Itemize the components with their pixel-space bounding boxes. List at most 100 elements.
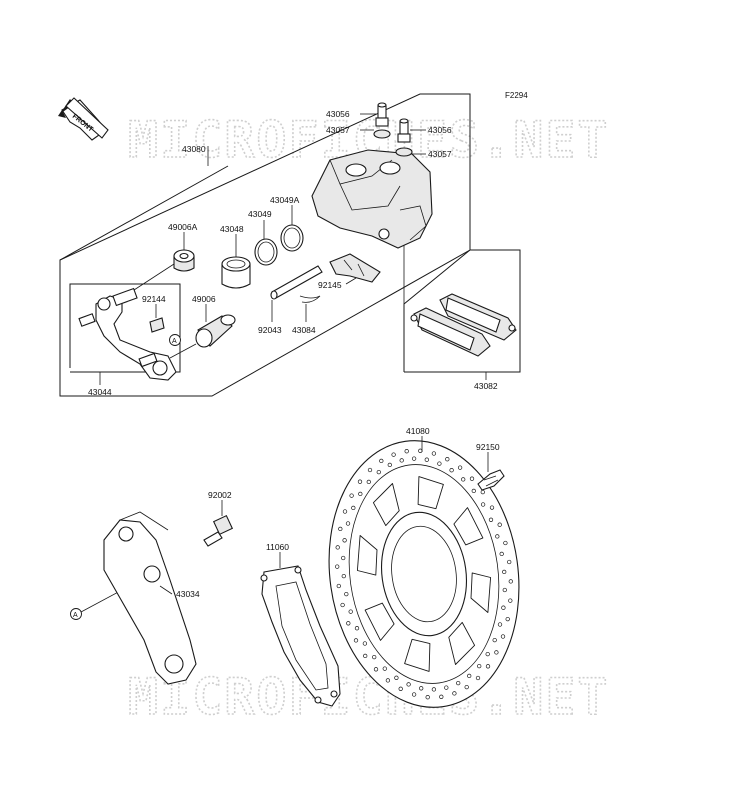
disc-drill-hole bbox=[503, 540, 508, 546]
label-92043: 92043 bbox=[258, 325, 282, 335]
disc-drill-hole bbox=[499, 551, 504, 557]
leader-lines bbox=[99, 113, 489, 595]
label-92150: 92150 bbox=[476, 442, 500, 452]
disc-spoke-cutout bbox=[404, 638, 431, 672]
disc-drill-hole bbox=[477, 663, 482, 669]
disc-drill-hole bbox=[345, 521, 351, 526]
disc-drill-hole bbox=[449, 468, 454, 473]
disc-drill-hole bbox=[399, 458, 404, 463]
figure-code: F2294 bbox=[505, 91, 528, 100]
label-49006: 49006 bbox=[192, 294, 216, 304]
svg-text:A: A bbox=[172, 338, 177, 345]
label-43080: 43080 bbox=[182, 144, 206, 154]
disc-drill-hole bbox=[431, 687, 437, 692]
disc-drill-hole bbox=[358, 491, 363, 497]
disc-drill-hole bbox=[379, 458, 384, 464]
label-41080: 41080 bbox=[406, 426, 430, 436]
label-49006a: 49006A bbox=[168, 222, 198, 232]
disc-drill-hole bbox=[508, 598, 513, 603]
disc-drill-hole bbox=[444, 685, 449, 690]
disc-drill-hole bbox=[376, 469, 381, 475]
pad-spring-92145 bbox=[329, 253, 381, 283]
disc-drill-hole bbox=[497, 622, 503, 627]
disc-drill-hole bbox=[475, 675, 481, 681]
disc-drill-hole bbox=[488, 517, 494, 522]
disc-drill-hole bbox=[456, 680, 461, 686]
disc-drill-hole bbox=[373, 667, 379, 672]
label-43048: 43048 bbox=[220, 224, 244, 234]
disc-spoke-cutout bbox=[448, 621, 476, 665]
disc-drill-hole bbox=[439, 694, 444, 699]
ref-marker-upper: A bbox=[169, 334, 181, 346]
disc-drill-hole bbox=[469, 476, 475, 481]
label-43034: 43034 bbox=[176, 589, 200, 599]
disc-drill-hole bbox=[351, 505, 356, 511]
disc-spoke-cutout bbox=[453, 507, 484, 546]
pad-set-outline bbox=[403, 249, 521, 373]
brake-pad-set bbox=[410, 293, 517, 357]
brake-disc bbox=[328, 440, 520, 708]
label-92145: 92145 bbox=[318, 280, 342, 290]
disc-drill-hole bbox=[387, 462, 392, 468]
disc-drill-hole bbox=[492, 637, 497, 643]
disc-drill-hole bbox=[344, 591, 349, 597]
disc-spoke-cutout bbox=[372, 483, 400, 527]
disc-drill-hole bbox=[366, 479, 371, 485]
disc-drill-hole bbox=[385, 678, 391, 683]
disc-drill-hole bbox=[502, 587, 507, 593]
disc-drill-hole bbox=[363, 653, 368, 659]
disc-drill-hole bbox=[367, 467, 373, 473]
bleed-cap-right bbox=[395, 147, 413, 157]
label-11060: 11060 bbox=[266, 542, 289, 552]
label-43057-left: 43057 bbox=[326, 125, 350, 135]
disc-drill-hole bbox=[354, 626, 360, 631]
disc-spoke-cutout bbox=[356, 535, 378, 576]
disc-drill-hole bbox=[508, 579, 513, 584]
disc-drill-hole bbox=[411, 456, 417, 461]
pad-pin bbox=[270, 265, 323, 300]
disc-drill-hole bbox=[346, 621, 351, 626]
disc-drill-hole bbox=[419, 686, 424, 691]
disc-drill-hole bbox=[349, 493, 354, 498]
disc-drill-hole bbox=[500, 634, 506, 639]
disc-drill-hole bbox=[461, 477, 466, 482]
disc-drill-hole bbox=[341, 555, 346, 561]
disc-drill-hole bbox=[452, 691, 457, 696]
disc-drill-hole bbox=[489, 505, 495, 510]
disc-drill-hole bbox=[502, 569, 507, 575]
disc-drill-hole bbox=[394, 675, 399, 680]
pad-pin-clip bbox=[299, 295, 321, 303]
disc-drill-hole bbox=[507, 559, 512, 565]
disc-drill-hole bbox=[404, 449, 409, 454]
disc-bolt-92150 bbox=[477, 469, 505, 491]
disc-drill-hole bbox=[391, 452, 396, 457]
disc-drill-hole bbox=[505, 616, 510, 622]
pin-boot-upper bbox=[173, 249, 195, 272]
svg-text:A: A bbox=[73, 612, 78, 619]
label-43084: 43084 bbox=[292, 325, 316, 335]
bleed-cap-left bbox=[373, 129, 391, 139]
disc-drill-hole bbox=[362, 641, 368, 646]
disc-drill-hole bbox=[335, 545, 340, 550]
disc-drill-hole bbox=[497, 522, 502, 527]
label-92144: 92144 bbox=[142, 294, 166, 304]
label-43082: 43082 bbox=[474, 381, 498, 391]
disc-drill-hole bbox=[457, 465, 463, 470]
label-43056-left: 43056 bbox=[326, 109, 350, 119]
caliper-bracket bbox=[78, 287, 177, 381]
disc-drill-hole bbox=[382, 666, 387, 671]
bleed-valve-right bbox=[397, 118, 411, 143]
disc-drill-hole bbox=[485, 664, 491, 669]
disc-drill-hole bbox=[480, 502, 486, 507]
disc-drill-hole bbox=[342, 509, 348, 514]
disc-drill-hole bbox=[418, 448, 423, 453]
disc-drill-hole bbox=[336, 583, 341, 589]
disc-drill-hole bbox=[398, 686, 403, 691]
disc-drill-hole bbox=[335, 564, 340, 569]
disc-drill-hole bbox=[445, 457, 450, 462]
disc-spoke-cutout bbox=[470, 572, 492, 613]
disc-spacer-gasket bbox=[260, 565, 341, 707]
disc-drill-hole bbox=[340, 602, 345, 608]
disc-drill-hole bbox=[411, 692, 417, 697]
